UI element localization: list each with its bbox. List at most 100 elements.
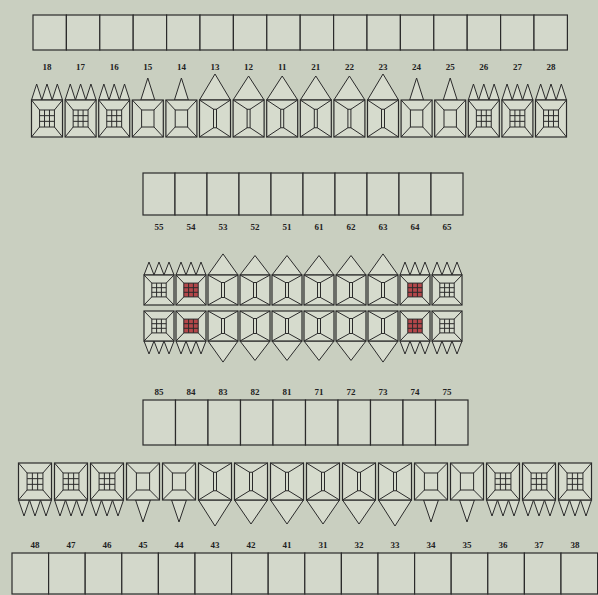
record-box	[367, 173, 399, 215]
surface-line	[385, 100, 399, 109]
tooth-crown	[144, 275, 174, 305]
surface-line	[558, 127, 566, 137]
tooth-number: 28	[536, 62, 566, 72]
molar-grid	[519, 110, 520, 127]
tooth-number: 42	[236, 540, 266, 550]
tooth-root	[154, 341, 164, 354]
molar-grid	[44, 110, 45, 127]
tooth-root	[186, 262, 196, 275]
tooth-number: 52	[240, 222, 270, 232]
tooth-crown	[176, 275, 206, 305]
occlusal-surface	[350, 319, 353, 334]
record-box	[300, 15, 333, 50]
record-box	[271, 173, 303, 215]
tooth-root	[113, 500, 124, 516]
molar-grid	[73, 121, 88, 122]
molar-grid	[486, 110, 487, 127]
tooth-crown	[272, 275, 302, 305]
surface-line	[321, 298, 335, 306]
surface-line	[400, 275, 408, 283]
surface-line	[166, 297, 174, 305]
tooth-crown	[240, 311, 270, 341]
occlusal-surface	[424, 473, 437, 490]
surface-line	[208, 311, 222, 319]
surface-line	[307, 463, 322, 472]
surface-line	[422, 297, 430, 305]
tooth-number: 62	[336, 222, 366, 232]
surface-line	[435, 127, 444, 137]
surface-line	[454, 297, 462, 305]
occlusal-surface	[152, 319, 166, 333]
tooth-crown	[166, 100, 197, 137]
tooth-number: 12	[234, 62, 264, 72]
surface-line	[438, 463, 448, 473]
tooth-number: 54	[176, 222, 206, 232]
tooth-root	[523, 500, 534, 516]
molar-grid	[49, 110, 50, 127]
occlusal-surface	[136, 473, 149, 490]
tooth-root	[479, 84, 489, 100]
tooth-root	[556, 84, 566, 100]
surface-line	[250, 100, 264, 109]
record-box	[241, 400, 274, 445]
surface-line	[379, 491, 394, 500]
surface-line	[321, 275, 335, 283]
tooth-root	[19, 500, 30, 516]
surface-line	[368, 100, 382, 109]
occlusal-surface	[63, 473, 79, 490]
surface-line	[200, 128, 214, 137]
surface-line	[272, 298, 286, 306]
record-box	[208, 400, 241, 445]
tooth-number: 16	[99, 62, 129, 72]
surface-line	[368, 298, 382, 306]
occlusal-surface	[40, 110, 55, 127]
molar-grid	[68, 473, 69, 490]
tooth-root	[498, 500, 509, 516]
surface-line	[176, 333, 184, 341]
surface-line	[91, 463, 100, 473]
surface-line	[456, 100, 465, 110]
record-box	[33, 15, 66, 50]
tooth-number: 36	[488, 540, 518, 550]
tooth-number: 34	[416, 540, 446, 550]
surface-line	[583, 490, 592, 500]
tooth-root	[509, 500, 520, 516]
tooth-root	[400, 262, 410, 275]
molar-grid	[536, 473, 537, 490]
record-box	[232, 553, 269, 594]
surface-line	[361, 491, 376, 500]
surface-line	[336, 334, 350, 342]
occlusal-surface	[250, 472, 253, 491]
record-box	[467, 15, 500, 50]
surface-line	[225, 298, 239, 306]
tooth-number: 61	[304, 222, 334, 232]
tooth-number: 27	[502, 62, 532, 72]
occlusal-surface	[286, 319, 289, 334]
tooth-root	[368, 74, 399, 100]
molar-grid	[495, 478, 511, 479]
tooth-root	[559, 500, 570, 516]
record-box	[176, 400, 209, 445]
surface-line	[253, 491, 268, 500]
tooth-crown	[199, 463, 232, 500]
tooth-root	[52, 84, 62, 100]
surface-line	[271, 491, 286, 500]
molar-grid	[444, 319, 445, 333]
molar-grid	[27, 478, 43, 479]
surface-line	[511, 490, 520, 500]
tooth-crown	[99, 100, 130, 137]
surface-line	[91, 490, 100, 500]
tooth-crown	[208, 311, 238, 341]
tooth-crown	[65, 100, 96, 137]
record-box	[122, 553, 159, 594]
surface-line	[525, 100, 533, 110]
surface-line	[144, 275, 152, 283]
surface-line	[150, 490, 160, 500]
occlusal-surface	[440, 283, 454, 297]
record-box	[403, 400, 436, 445]
tooth-root	[235, 500, 268, 524]
surface-line	[451, 490, 461, 500]
surface-line	[583, 463, 592, 473]
tooth-root	[176, 341, 186, 354]
occlusal-surface	[254, 283, 257, 298]
